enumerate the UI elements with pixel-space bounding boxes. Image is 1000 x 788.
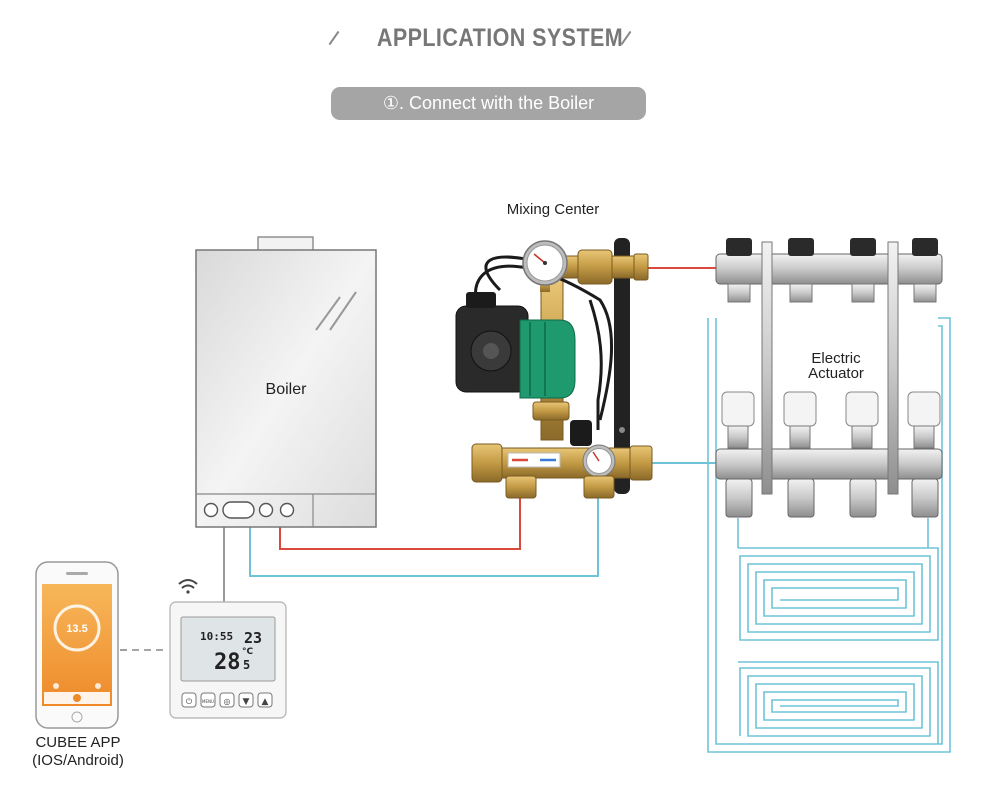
underfloor-heating-loops — [707, 317, 951, 753]
manifold-bottom-outlets — [725, 478, 939, 518]
return-pipes — [249, 462, 716, 577]
smartphone — [35, 561, 119, 729]
thermostat-power-button[interactable]: ⏻ — [186, 697, 193, 706]
thermostat — [169, 601, 287, 719]
coil-upper — [738, 547, 939, 641]
boiler-label: Boiler — [265, 381, 307, 398]
thermostat-set-temperature: 23 — [244, 629, 262, 647]
app-name: CUBEE APP — [35, 734, 121, 751]
electric-actuator-label-line2: Actuator — [808, 365, 864, 382]
wifi-icon — [178, 579, 198, 594]
step-label: ①. Connect with the Boiler — [331, 87, 646, 120]
thermostat-up-button[interactable]: ▲ — [262, 697, 269, 707]
thermostat-mode-button[interactable]: ◎ — [224, 697, 231, 706]
section-title: APPLICATION SYSTEM — [376, 24, 624, 52]
boiler — [195, 236, 377, 528]
app-label: CUBEE APP (IOS/Android) — [16, 734, 140, 770]
manifold-top-valves — [726, 238, 938, 303]
mixing-center — [455, 238, 653, 499]
supply-pipes — [279, 267, 716, 550]
thermostat-buttons — [181, 692, 273, 708]
thermostat-clock: 10:55 — [200, 630, 233, 643]
thermostat-room-temperature: 28 — [214, 650, 241, 675]
app-platforms: (IOS/Android) — [32, 752, 124, 769]
boiler-return-pipe — [249, 498, 599, 577]
electric-actuator-label-line1: Electric — [811, 350, 861, 367]
electric-actuator-label: Electric Actuator — [786, 351, 886, 381]
boiler-supply-pipe — [279, 498, 521, 550]
thermostat-menu-button[interactable]: MENU — [202, 699, 214, 704]
phone-temperature: 13.5 — [66, 623, 87, 635]
thermostat-room-temperature-decimal: 5 — [243, 658, 250, 672]
thermostat-unit: °C — [242, 647, 254, 657]
loop-outer — [707, 317, 951, 753]
electric-actuators — [721, 391, 941, 449]
manifold — [715, 238, 943, 518]
mixing-center-label: Mixing Center — [506, 201, 600, 218]
loop-inner — [715, 318, 943, 745]
thermostat-down-button[interactable]: ▼ — [243, 697, 250, 707]
coil-lower — [738, 661, 939, 744]
